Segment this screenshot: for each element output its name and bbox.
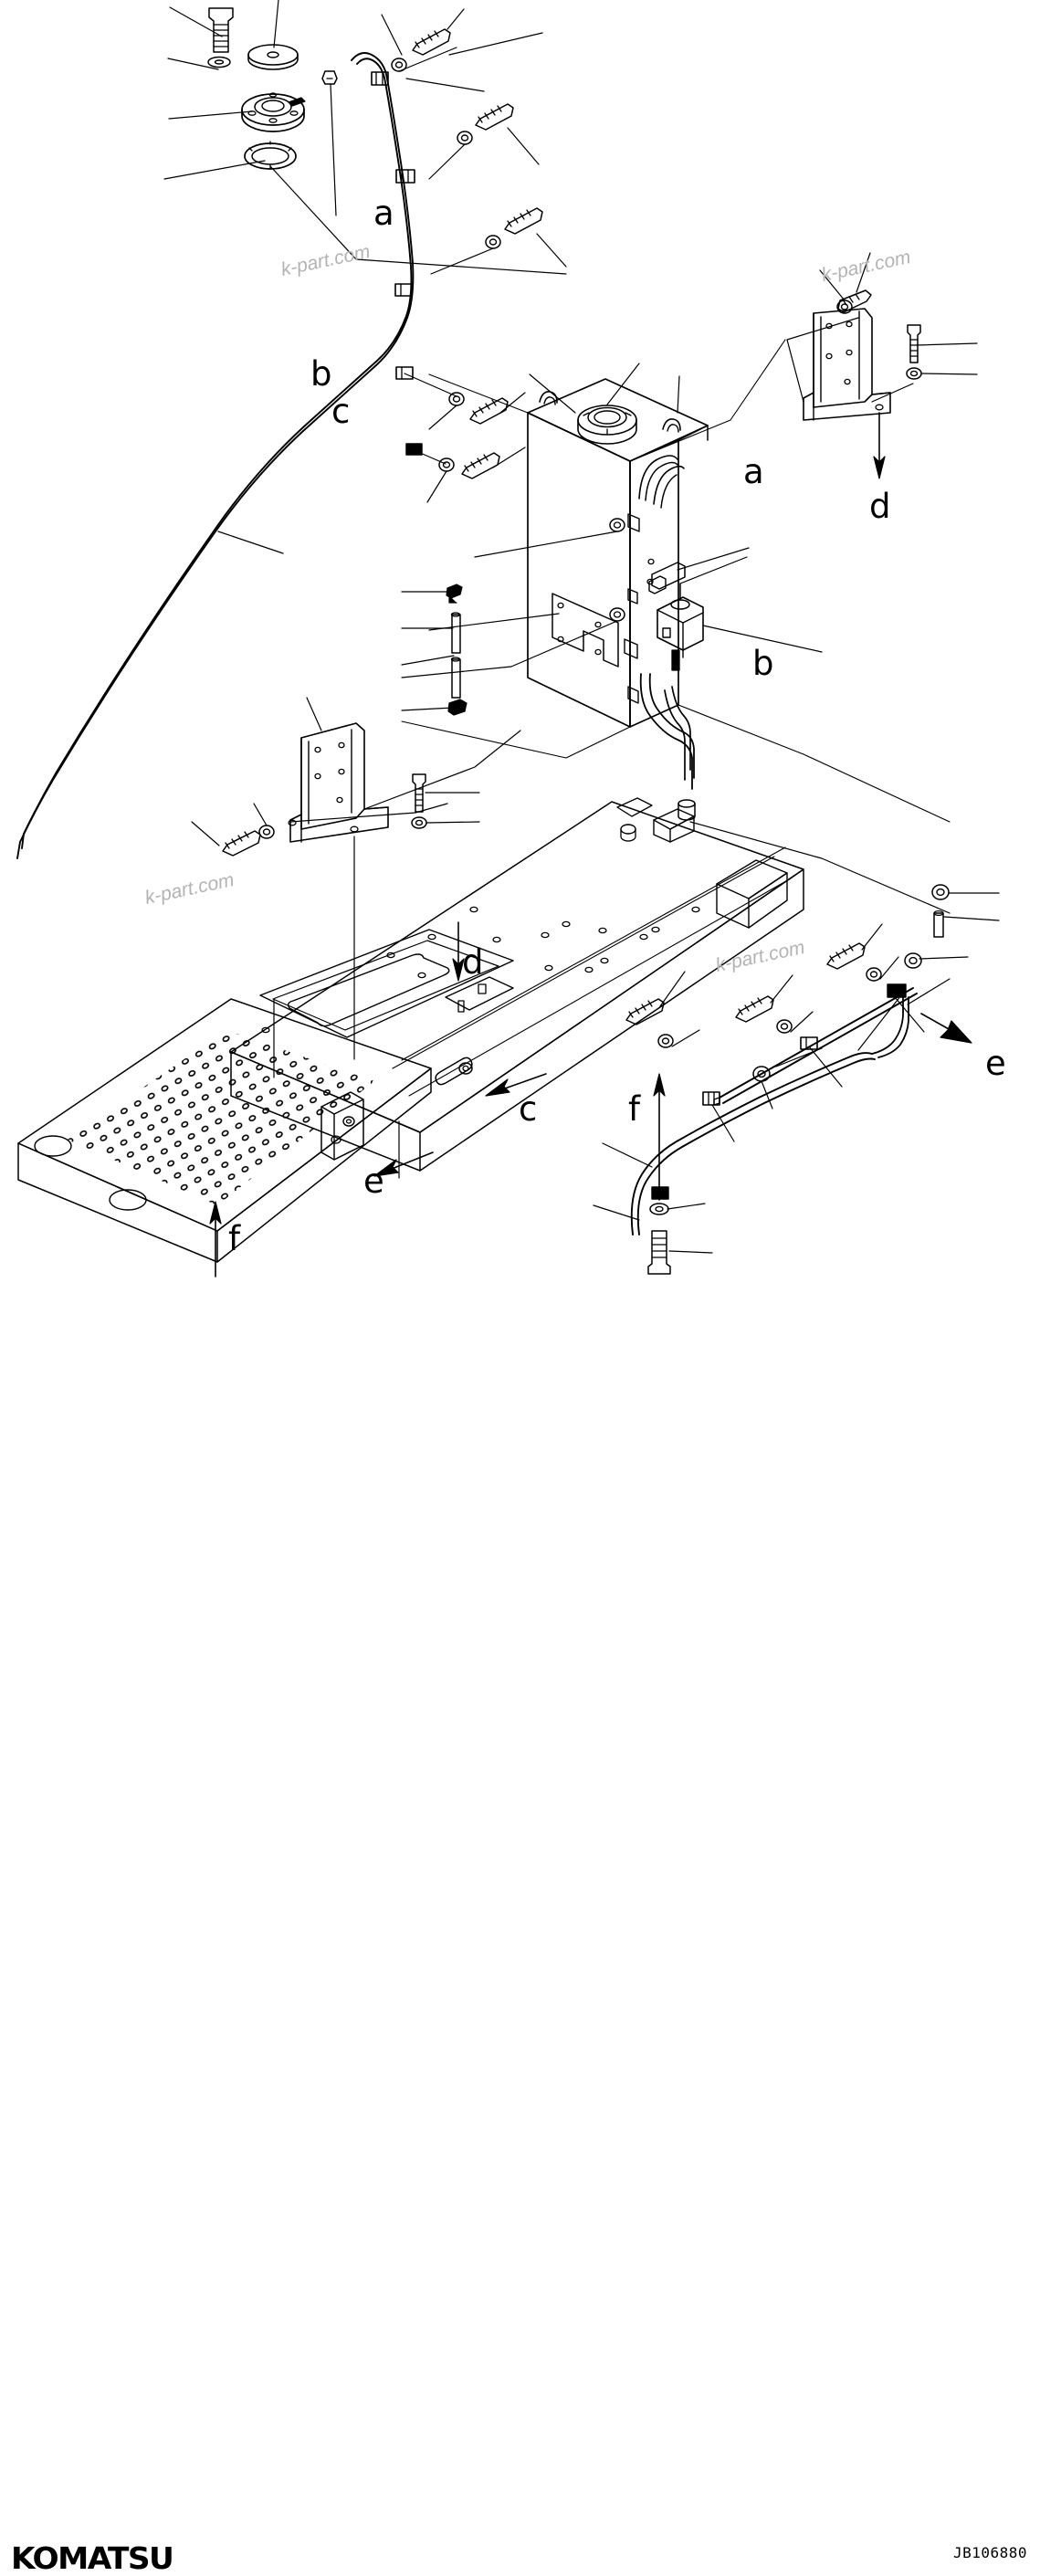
hose-clamp-icon (394, 283, 413, 297)
grommet-icon (931, 884, 950, 900)
washer-icon (657, 1034, 674, 1048)
washer-icon (485, 235, 501, 249)
section-label-c-1: c (331, 392, 351, 431)
mount-bracket-icon (288, 722, 389, 843)
bolt-icon (504, 207, 543, 235)
section-label-d-2: d (462, 942, 484, 982)
section-label-b-2: b (752, 644, 774, 683)
upper-line-fasteners (391, 28, 543, 479)
bolt-icon (625, 998, 665, 1025)
bolt-icon (826, 942, 866, 970)
chassis-frame (17, 797, 804, 1263)
right-fuel-line (625, 884, 972, 1275)
bolt-icon (475, 103, 514, 131)
section-label-f-1: f (228, 1219, 241, 1258)
section-label-f-2: f (628, 1089, 641, 1129)
section-label-e-1: e (363, 1162, 384, 1201)
bolt-icon (647, 1230, 671, 1275)
hose-clamp-icon (800, 1036, 818, 1050)
washer-icon (776, 1019, 793, 1034)
cap-bolt-icon (208, 7, 234, 53)
elbow-fitting-icon (651, 562, 686, 590)
leader-lines-right-bracket (786, 252, 978, 403)
upper-right-bracket-assembly (803, 289, 922, 479)
tank-boss-icon (609, 607, 625, 622)
bolt-icon (907, 324, 921, 363)
hose-clamp-icon (395, 366, 414, 380)
tube-fitting-icon (435, 1057, 473, 1086)
elbow-fitting-icon (447, 699, 467, 716)
leader-lines-cap (163, 0, 567, 275)
drawing-number: JB106880 (952, 2544, 1027, 2561)
leader-lines-tank (401, 363, 951, 914)
gasket-ring-icon (244, 141, 297, 170)
upper-fuel-hose (16, 52, 415, 859)
tank-filler-neck-icon (577, 405, 637, 445)
section-arrow-d (873, 412, 886, 479)
washer-icon (457, 131, 473, 145)
washer-icon (258, 825, 275, 839)
tank-boss-icon (609, 518, 625, 532)
section-label-c-2: c (519, 1089, 538, 1129)
washer-icon (906, 367, 922, 380)
leader-lines-upper-line (217, 8, 567, 554)
fuel-cock-icon (657, 583, 704, 671)
section-arrows-chassis (209, 921, 547, 1277)
grommet-icon (904, 952, 922, 969)
bolt-icon (461, 452, 500, 479)
rail-hole (469, 906, 700, 973)
hose-clamp-icon (395, 169, 415, 184)
hose-clamp-icon (371, 71, 389, 86)
footer-bar: KOMATSU JB106880 (0, 1266, 1040, 2573)
bolt-icon (412, 773, 426, 813)
rod-icon (450, 657, 461, 699)
leader-lines-rods (401, 591, 455, 711)
section-arrow-f-right (653, 1073, 666, 1201)
bolt-icon (469, 397, 509, 425)
section-arrow-e-right (920, 1013, 972, 1044)
leader-lines-right-line (593, 892, 1000, 1254)
elbow-fitting-icon (446, 584, 463, 604)
hose-clamp-icon (651, 1186, 669, 1200)
fuel-tank (527, 378, 709, 821)
bolt-icon (222, 830, 261, 857)
tank-flange-tabs (624, 513, 640, 704)
cover-disc-icon (247, 44, 299, 70)
plain-washer-icon (207, 56, 231, 68)
mount-bracket-icon (803, 308, 891, 421)
washer-icon (866, 967, 882, 982)
leader-lines-left-bracket (191, 697, 521, 846)
fuel-cap-assembly (163, 0, 567, 275)
section-label-a-1: a (373, 194, 394, 233)
chassis-end-bracket (320, 1091, 364, 1161)
bolt-icon (412, 28, 451, 56)
section-label-a-2: a (743, 452, 764, 491)
connector-rods (446, 584, 467, 716)
rod-icon (450, 612, 461, 654)
elbow-fitting-icon (648, 575, 667, 594)
cap-clip-icon (321, 70, 338, 85)
technical-drawing-canvas (16, 0, 1000, 1277)
tank-lifting-loop-icon (539, 391, 558, 405)
tank-side-ribs (638, 455, 685, 509)
grommet-icon (933, 909, 944, 938)
komatsu-logo: KOMATSU (11, 2540, 174, 2576)
washer-icon (411, 816, 427, 829)
section-label-b-1: b (310, 354, 332, 394)
hose-clamp-icon (702, 1091, 720, 1106)
washer-icon (649, 1203, 669, 1215)
washer-icon (438, 457, 455, 472)
tank-boss-icon (646, 578, 654, 585)
bolt-icon (735, 995, 774, 1023)
filler-flange-icon (241, 92, 306, 132)
tank-outlet-hose (639, 673, 696, 821)
long-connector-lines (401, 339, 951, 823)
section-label-d-1: d (869, 487, 891, 526)
tank-lifting-loop-icon (662, 418, 681, 433)
tank-face-bracket-icon (552, 593, 619, 668)
section-label-e-2: e (985, 1044, 1006, 1083)
leader-lines-chassis (273, 998, 400, 1179)
tank-boss-icon (647, 558, 655, 565)
hose-clamp-icon (887, 983, 907, 998)
